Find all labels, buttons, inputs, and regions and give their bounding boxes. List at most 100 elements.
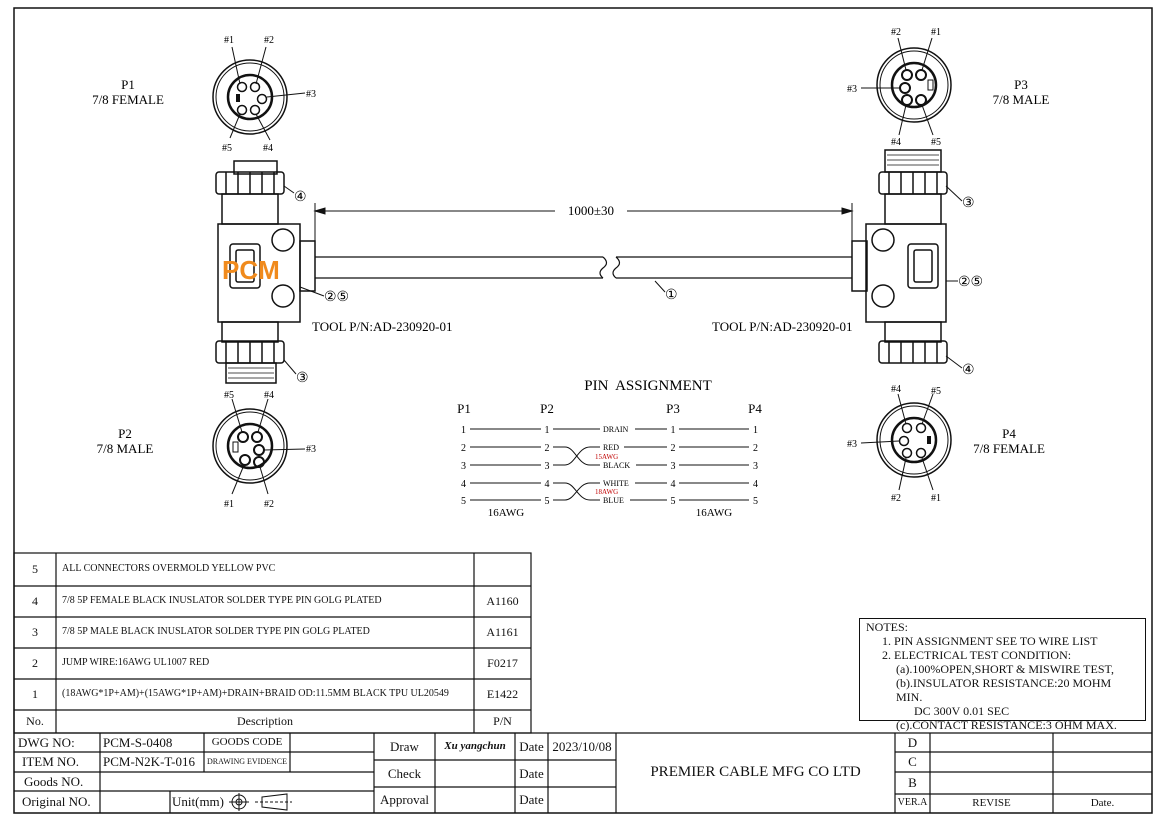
dwg-no-value: PCM-S-0408 [103, 734, 173, 750]
notes-title: NOTES: [866, 620, 908, 634]
pin-row5-p1: 5 [461, 496, 466, 507]
cable-length: 1000±30 [568, 203, 614, 218]
bom-row4-pn: A1160 [486, 594, 519, 609]
pin-assignment-title: PIN ASSIGNMENT [584, 378, 712, 394]
p4-type: 7/8 FEMALE [973, 441, 1045, 456]
note-2: 2. ELECTRICAL TEST CONDITION: [882, 648, 1072, 662]
p4-name: P4 [1002, 426, 1016, 441]
sheet-border [13, 7, 1153, 814]
company-name: PREMIER CABLE MFG CO LTD [650, 764, 861, 781]
pin-row4-label: WHITE [603, 479, 629, 488]
callout-leaders [283, 185, 963, 375]
gauge-left: 16AWG [488, 507, 524, 519]
drawing-evidence-label: DRAWING EVIDENCE [206, 756, 287, 766]
approval-label: Approval [379, 792, 430, 808]
p2-pin2-label: #2 [264, 499, 274, 510]
title-block-grid [14, 732, 1152, 813]
pin-row2-p1: 2 [461, 443, 466, 454]
pin-wires [470, 428, 749, 501]
gauge-right: 16AWG [696, 507, 732, 519]
pin-row4-p4: 4 [753, 479, 758, 490]
p4-pin4-label: #4 [891, 384, 901, 395]
p1-face [212, 46, 306, 141]
callout-4-right: ④ [962, 363, 975, 378]
p2-pin1-label: #1 [224, 499, 234, 510]
note-1: 1. PIN ASSIGNMENT SEE TO WIRE LIST [882, 634, 1098, 648]
pin-row3-p2: 3 [545, 461, 550, 472]
pin-row2-p2: 2 [545, 443, 550, 454]
pin-header-p2: P2 [540, 401, 554, 416]
p3-name: P3 [1014, 77, 1028, 92]
p3-face [861, 37, 952, 136]
note-2c: (c).CONTACT RESISTANCE:3 OHM MAX. [896, 718, 1117, 732]
pin-header-p3: P3 [666, 401, 680, 416]
bom-row1-pn: E1422 [486, 687, 519, 702]
p2-face [212, 398, 306, 495]
callout-4-left: ④ [294, 190, 307, 205]
bom-grid [13, 552, 532, 734]
goods-code-label: GOODS CODE [211, 735, 283, 748]
bom-header-no: No. [26, 714, 44, 729]
bom-row3-no: 3 [32, 625, 38, 640]
p2-name: P2 [118, 426, 132, 441]
bom-row1-desc: (18AWG*1P+AM)+(15AWG*1P+AM)+DRAIN+BRAID … [62, 688, 449, 700]
p3-pin4-label: #4 [891, 137, 901, 148]
note-2b: (b).INSULATOR RESISTANCE:20 MOHM MIN. [896, 676, 1112, 704]
p4-pin5-label: #5 [931, 386, 941, 397]
length-dimension [313, 203, 854, 242]
item-no-value: PCM-N2K-T-016 [103, 754, 195, 770]
note-2a: (a).100%OPEN,SHORT & MISWIRE TEST, [896, 662, 1114, 676]
pin-row2-p3: 2 [671, 443, 676, 454]
callout-25-right: ②⑤ [958, 275, 983, 290]
pin-row5-p3: 5 [671, 496, 676, 507]
pin-row1-p4: 1 [753, 425, 758, 436]
draw-date-label: Date [519, 738, 544, 754]
p2-pin4-label: #4 [264, 390, 274, 401]
pin-row2-p4: 2 [753, 443, 758, 454]
draw-date-value: 2023/10/08 [552, 738, 612, 754]
awg-blue-note: 18AWG [595, 488, 618, 496]
awg-red-note: 15AWG [595, 453, 618, 461]
pin-row1-p1: 1 [461, 425, 466, 436]
pin-row3-label: BLACK [603, 461, 630, 470]
p3-pin2-label: #2 [891, 27, 901, 38]
pin-row1-p3: 1 [671, 425, 676, 436]
bom-row5-no: 5 [32, 562, 38, 577]
bom-row1-no: 1 [32, 687, 38, 702]
pin-row4-p3: 4 [671, 479, 676, 490]
p1-pin3-label: #3 [306, 89, 316, 100]
pin-row3-p4: 3 [753, 461, 758, 472]
p4-pin1-label: #1 [931, 493, 941, 504]
unit-label: Unit(mm) [172, 794, 224, 810]
callout-25-left: ②⑤ [324, 290, 349, 305]
note-2b-cont: DC 300V 0.01 SEC [914, 704, 1010, 718]
bom-row2-no: 2 [32, 656, 38, 671]
pin-row1-label: DRAIN [603, 425, 629, 434]
bom-row4-no: 4 [32, 594, 38, 609]
ver-label: VER.A [897, 797, 928, 809]
bom-row5-pn [474, 553, 531, 586]
bom-row4-desc: 7/8 5P FEMALE BLACK INUSLATOR SOLDER TYP… [62, 595, 382, 607]
p1-pin5-label: #5 [222, 143, 232, 154]
approval-date-label: Date [519, 792, 544, 808]
check-label: Check [387, 765, 422, 781]
p2-pin5-label: #5 [224, 390, 234, 401]
p2-pin3-label: #3 [306, 444, 316, 455]
p3-pin3-label: #3 [847, 84, 857, 95]
original-no-label: Original NO. [22, 794, 91, 810]
goods-no-label: Goods NO. [24, 773, 84, 789]
p1-type: 7/8 FEMALE [92, 92, 164, 107]
rev-b: B [908, 775, 917, 791]
bom-row2-pn: F0217 [487, 656, 518, 671]
p2-type: 7/8 MALE [97, 441, 154, 456]
tool-pn-right: TOOL P/N:AD-230920-01 [712, 319, 852, 334]
pin-row3-p1: 3 [461, 461, 466, 472]
check-date-label: Date [519, 765, 544, 781]
p1-name: P1 [121, 77, 135, 92]
callout-1: ① [665, 288, 678, 303]
bom-header-desc: Description [237, 714, 293, 729]
bom-row5-desc: ALL CONNECTORS OVERMOLD YELLOW PVC [62, 563, 276, 575]
tool-pn-left: TOOL P/N:AD-230920-01 [312, 319, 452, 334]
p4-pin3-label: #3 [847, 439, 857, 450]
cable [315, 256, 852, 279]
